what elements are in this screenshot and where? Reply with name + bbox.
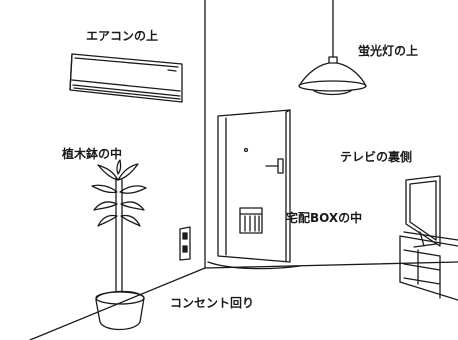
television-icon xyxy=(399,175,458,301)
door-icon xyxy=(207,109,301,270)
delivery-box-icon xyxy=(239,207,263,234)
label-aircon: エアコンの上 xyxy=(86,29,159,43)
wall-outlet-icon xyxy=(179,226,191,261)
label-delivery-box: 宅配BOXの中 xyxy=(286,211,363,225)
ceiling-lamp-icon xyxy=(298,0,367,96)
label-plant-pot: 植木鉢の中 xyxy=(62,147,123,161)
label-outlet: コンセント回り xyxy=(170,296,255,310)
label-ceiling-lamp: 蛍光灯の上 xyxy=(358,44,419,58)
air-conditioner-icon xyxy=(69,53,183,103)
potted-plant-icon xyxy=(91,159,147,331)
label-tv-back: テレビの裏側 xyxy=(340,150,413,164)
